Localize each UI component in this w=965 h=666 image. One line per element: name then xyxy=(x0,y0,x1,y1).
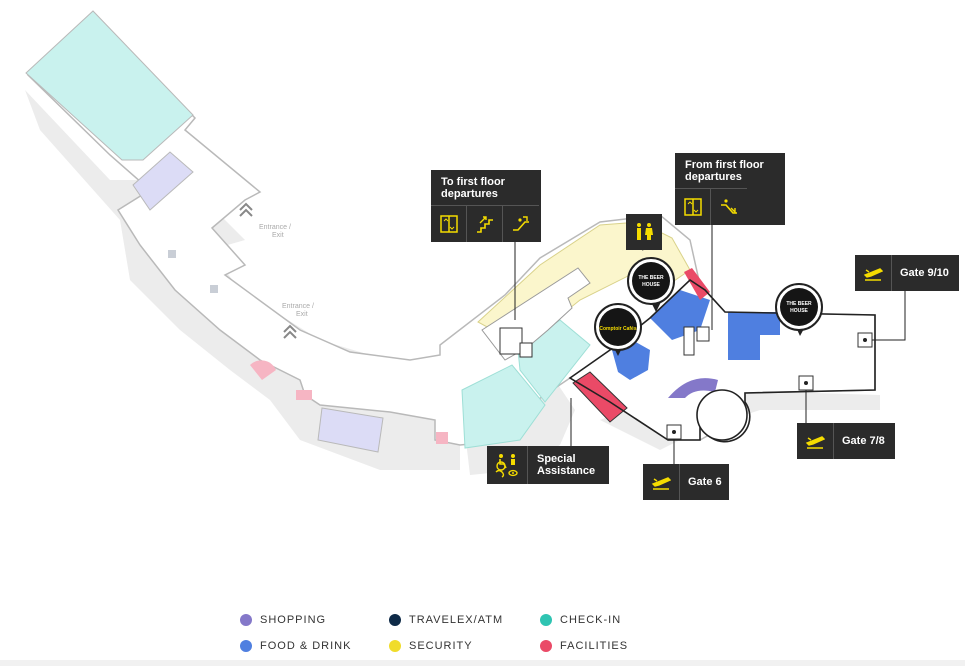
svg-text:Comptoir Cafés: Comptoir Cafés xyxy=(599,326,636,332)
to-first-floor-title: To first floor departures xyxy=(441,176,505,200)
bottom-bar xyxy=(0,660,965,666)
plane-icon xyxy=(643,464,680,500)
svg-text:Exit: Exit xyxy=(296,311,308,318)
legend-dot xyxy=(389,614,401,626)
gate-6-label[interactable]: Gate 6 xyxy=(643,464,729,500)
gate-label-text: Gate 9/10 xyxy=(900,267,949,279)
accessibility-icon xyxy=(487,446,528,484)
lift-map-marker xyxy=(683,326,695,356)
cafe-marker[interactable]: Comptoir Cafés xyxy=(594,303,642,356)
from-first-floor-callout[interactable]: From first floor departures xyxy=(675,153,785,225)
plane-icon xyxy=(797,423,834,459)
legend-check-in[interactable]: CHECK-IN xyxy=(540,614,621,626)
facilities-small[interactable] xyxy=(296,390,312,400)
svg-text:THE BEER: THE BEER xyxy=(638,275,664,281)
gate-9-10-label[interactable]: Gate 9/10 xyxy=(855,255,959,291)
toilets-icon xyxy=(626,214,662,250)
legend-dot xyxy=(240,640,252,652)
from-first-floor-title: From first floor departures xyxy=(685,159,764,183)
escalator-icon xyxy=(711,188,747,225)
to-first-floor-callout[interactable]: To first floor departures xyxy=(431,170,541,242)
gate-label-text: Gate 7/8 xyxy=(842,435,885,447)
atm-marker-1[interactable] xyxy=(210,285,218,293)
entrance-north[interactable]: Entrance / Exit xyxy=(239,202,291,239)
beer-house-marker-1[interactable]: THE BEER HOUSE xyxy=(627,257,675,312)
lift-icon xyxy=(431,205,467,242)
escalator-map-marker-2 xyxy=(519,342,533,358)
svg-text:Exit: Exit xyxy=(272,232,284,239)
svg-text:THE BEER: THE BEER xyxy=(786,301,812,307)
legend-dot xyxy=(540,640,552,652)
facilities-semicircle[interactable] xyxy=(250,360,276,380)
toilets-callout[interactable] xyxy=(626,214,662,250)
shopping-area-east[interactable] xyxy=(668,378,718,398)
shopping-area-south[interactable] xyxy=(317,407,384,453)
legend-security[interactable]: SECURITY xyxy=(389,640,473,652)
food-area-3[interactable] xyxy=(728,312,780,360)
check-in-area-south[interactable] xyxy=(461,364,546,449)
facilities-area-south[interactable] xyxy=(572,371,628,423)
svg-text:Entrance /: Entrance / xyxy=(282,303,314,310)
legend-dot xyxy=(389,640,401,652)
escalator-map-marker xyxy=(696,326,710,342)
round-lounge xyxy=(696,389,748,441)
food-area-1[interactable] xyxy=(650,290,710,340)
legend-facilities[interactable]: FACILITIES xyxy=(540,640,628,652)
legend-dot xyxy=(240,614,252,626)
check-in-area-west[interactable] xyxy=(25,10,194,161)
stairs-map-marker xyxy=(499,327,523,355)
gate-7-8-label[interactable]: Gate 7/8 xyxy=(797,423,895,459)
map-legend: SHOPPING TRAVELEX/ATM CHECK-IN FOOD & DR… xyxy=(240,614,660,658)
legend-dot xyxy=(540,614,552,626)
stairs-icon xyxy=(467,205,503,242)
svg-text:HOUSE: HOUSE xyxy=(642,282,660,288)
lift-icon xyxy=(675,188,711,225)
plane-icon xyxy=(855,255,892,291)
beer-house-marker-2[interactable]: THE BEER HOUSE xyxy=(775,283,823,336)
special-assistance-callout[interactable]: Special Assistance xyxy=(487,446,609,484)
entrance-south[interactable]: Entrance / Exit xyxy=(282,303,314,339)
gate-label-text: Gate 6 xyxy=(688,476,722,488)
atm-marker-2[interactable] xyxy=(168,250,176,258)
legend-food[interactable]: FOOD & DRINK xyxy=(240,640,351,652)
legend-shopping[interactable]: SHOPPING xyxy=(240,614,326,626)
special-assistance-title: Special Assistance xyxy=(537,453,596,477)
shopping-area-west[interactable] xyxy=(132,151,194,211)
svg-text:HOUSE: HOUSE xyxy=(790,308,808,314)
escalator-icon xyxy=(503,205,539,242)
terminal-map: THE BEER HOUSE THE BEER HOUSE Comptoir C… xyxy=(25,10,906,475)
facilities-small-2[interactable] xyxy=(436,432,448,444)
svg-text:Entrance /: Entrance / xyxy=(259,224,291,231)
legend-travelex[interactable]: TRAVELEX/ATM xyxy=(389,614,503,626)
